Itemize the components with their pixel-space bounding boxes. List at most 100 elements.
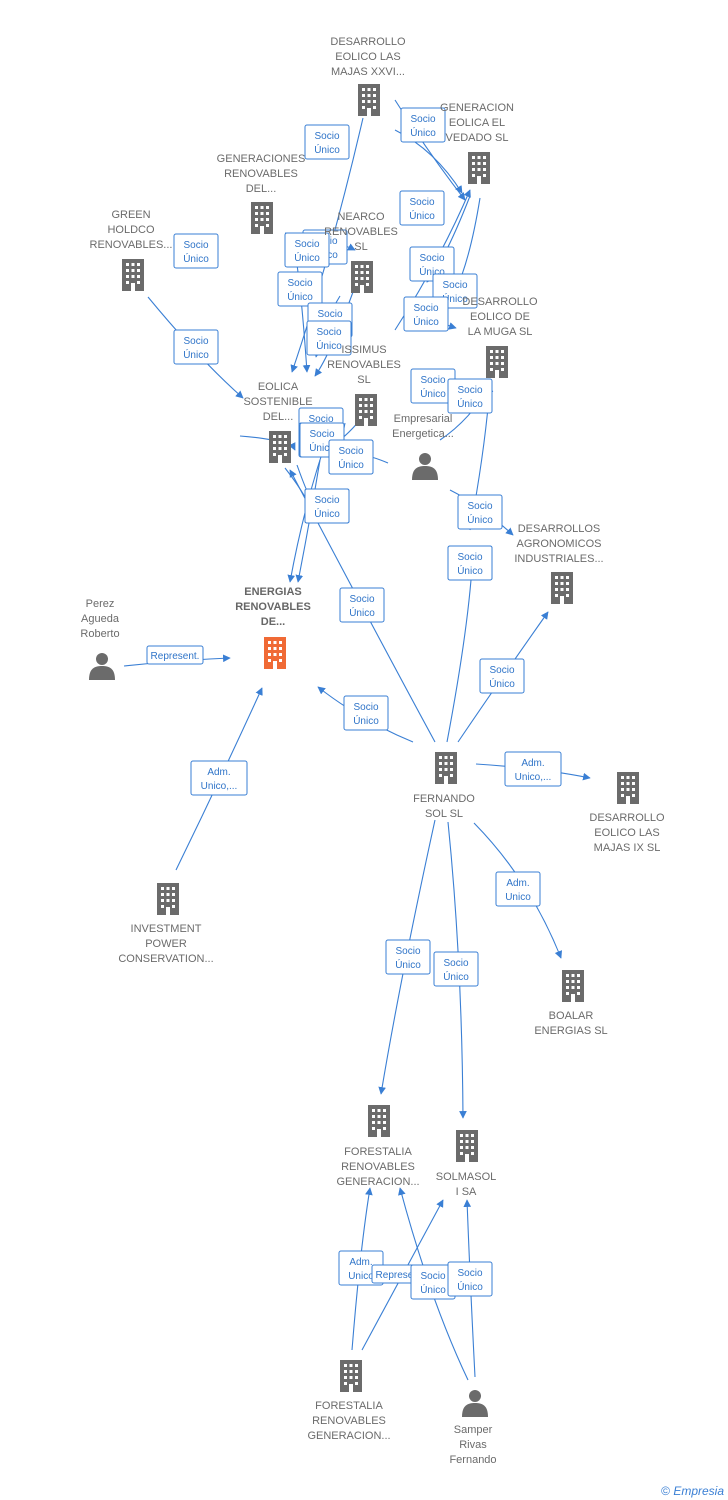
node-label: RENOVABLES [224, 168, 298, 180]
relation-label-text: Socio [457, 1268, 482, 1279]
node-label: SOLMASOL [436, 1171, 497, 1183]
node-empresarial-energetica[interactable]: EmpresarialEnergetica... [392, 413, 454, 480]
node-investment-power[interactable]: INVESTMENTPOWERCONSERVATION... [118, 883, 214, 965]
building-icon [340, 1360, 362, 1392]
relation-label-box [146, 645, 204, 665]
node-generaciones-renovables[interactable]: GENERACIONESRENOVABLESDEL... [217, 153, 306, 234]
relation-label-text: Único [457, 397, 483, 410]
relation-label-text: Socio [489, 665, 514, 676]
relation-label[interactable]: Adm.Unico,... [190, 760, 248, 796]
building-icon [368, 1105, 390, 1137]
node-energias-renovables[interactable]: ENERGIASRENOVABLESDE... [235, 586, 311, 669]
node-label: INVESTMENT [131, 923, 202, 935]
relation-label-box [504, 751, 562, 787]
relation-label-text: Socio [308, 414, 333, 425]
relation-label-text: Único [395, 958, 421, 971]
relation-label-text: Único [314, 507, 340, 520]
node-label: POWER [145, 938, 187, 950]
node-label: Agueda [81, 613, 120, 625]
node-label: Empresarial [394, 413, 453, 425]
node-label: BOALAR [549, 1010, 594, 1022]
node-label: GENERACION [440, 102, 514, 114]
relation-label-text: Adm. [349, 1257, 372, 1268]
node-forestalia-bottom[interactable]: FORESTALIARENOVABLESGENERACION... [307, 1360, 391, 1442]
node-label: GENERACION... [307, 1430, 390, 1442]
node-label: GENERACIONES [217, 153, 306, 165]
building-icon [157, 883, 179, 915]
node-label: Fernando [449, 1454, 496, 1466]
relation-label-text: Socio [420, 375, 445, 386]
node-label: FORESTALIA [344, 1146, 412, 1158]
relation-label-text: Socio [314, 131, 339, 142]
relation-label-text: Socio [413, 303, 438, 314]
relation-label-text: Único [183, 252, 209, 265]
building-icon [358, 84, 380, 116]
relation-label-text: Unico [348, 1271, 374, 1282]
node-label: EOLICA EL [449, 117, 505, 129]
node-label: RENOVABLES [341, 1161, 415, 1173]
node-label: RENOVABLES... [90, 239, 173, 251]
relation-label-text: Único [294, 251, 320, 264]
node-label: MAJAS XXVI... [331, 66, 405, 78]
relation-label-text: Adm. [506, 878, 529, 889]
relation-label-box [343, 695, 389, 731]
node-desarrollos-agronomicos[interactable]: DESARROLLOSAGRONOMICOSINDUSTRIALES... [514, 523, 604, 604]
node-label: DESARROLLOS [518, 523, 601, 535]
relation-label[interactable]: Adm.Unico [495, 871, 541, 907]
relation-label-text: Socio [314, 495, 339, 506]
footer-credit[interactable]: © Empresia [661, 1484, 724, 1498]
relation-label-text: Socio [420, 1271, 445, 1282]
relation-label-box [447, 378, 493, 414]
node-label: RENOVABLES [327, 359, 401, 371]
relation-label-box [277, 271, 323, 307]
relation-label[interactable]: Represent. [146, 645, 204, 665]
relation-label-text: Único [489, 677, 515, 690]
node-label: SL [357, 374, 370, 386]
relation-label[interactable]: Adm.Unico,... [504, 751, 562, 787]
relation-label-text: Único [338, 458, 364, 471]
relation-label-text: Socio [287, 278, 312, 289]
relation-label-text: Único [457, 564, 483, 577]
relation-label-box [403, 296, 449, 332]
relation-label-box [399, 190, 445, 226]
building-icon [122, 259, 144, 291]
relation-label-text: Socio [457, 552, 482, 563]
node-label: EOLICO DE [470, 311, 530, 323]
node-eolica-sostenible[interactable]: EOLICASOSTENIBLEDEL... [243, 381, 313, 463]
node-green-holdco[interactable]: GREENHOLDCORENOVABLES... [90, 209, 173, 291]
node-label: Roberto [80, 628, 119, 640]
node-forestalia-top[interactable]: FORESTALIARENOVABLESGENERACION... [336, 1105, 420, 1188]
